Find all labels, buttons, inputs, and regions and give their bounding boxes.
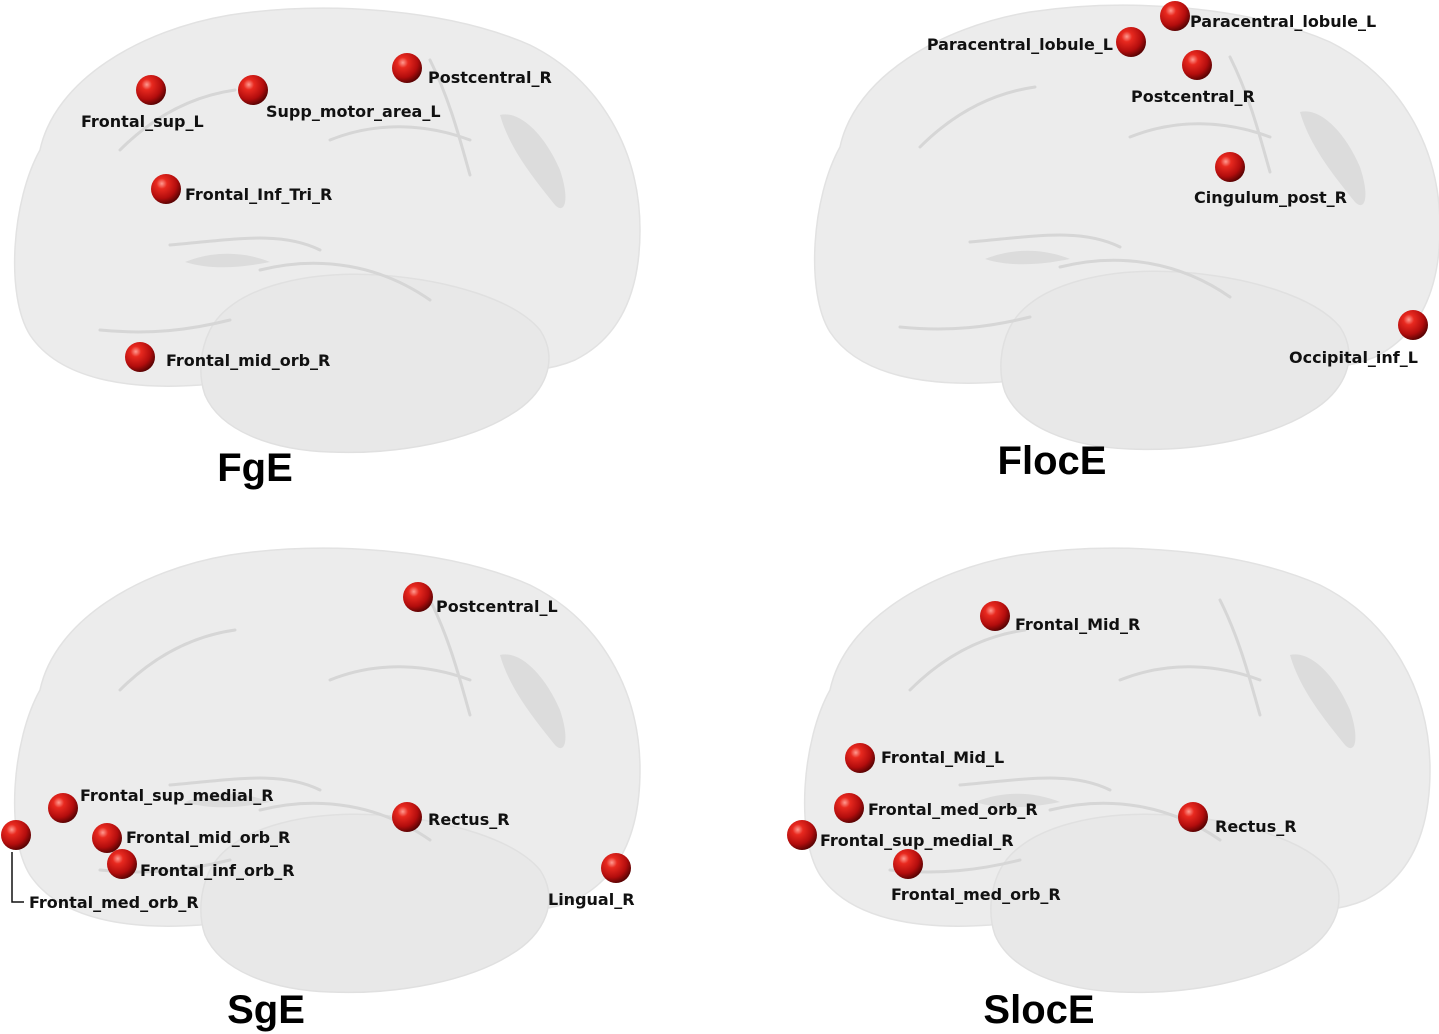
- svg-text:Frontal_med_orb_R: Frontal_med_orb_R: [891, 885, 1061, 904]
- svg-text:Rectus_R: Rectus_R: [1215, 817, 1297, 836]
- node-frontal-mid-orb-r: Frontal_mid_orb_R: [92, 823, 290, 853]
- node-frontal-sup-medial-r: Frontal_sup_medial_R: [787, 820, 1014, 850]
- svg-text:Supp_motor_area_L: Supp_motor_area_L: [266, 102, 441, 121]
- panel-title-sge: SgE: [227, 988, 305, 1032]
- node-frontal-sup-l: Frontal_sup_L: [81, 75, 204, 131]
- node-frontal-inf-tri-r: Frontal_Inf_Tri_R: [151, 174, 332, 204]
- svg-text:Frontal_mid_orb_R: Frontal_mid_orb_R: [166, 351, 330, 370]
- panel-title-fge: FgE: [217, 446, 293, 490]
- node-frontal-mid-orb-r: Frontal_mid_orb_R: [125, 342, 330, 372]
- node-rectus-r: Rectus_R: [1178, 802, 1297, 836]
- svg-text:Cingulum_post_R: Cingulum_post_R: [1194, 188, 1347, 207]
- svg-text:Frontal_med_orb_R: Frontal_med_orb_R: [29, 893, 199, 912]
- node-postcentral-r: Postcentral_R: [392, 53, 552, 87]
- svg-text:Frontal_sup_medial_R: Frontal_sup_medial_R: [80, 786, 274, 805]
- node-rectus-r: Rectus_R: [392, 802, 510, 832]
- node-paracentral-lobule-l-1: Paracentral_lobule_L: [927, 27, 1146, 57]
- node-paracentral-lobule-l-2: Paracentral_lobule_L: [1160, 1, 1376, 31]
- node-supp-motor-area-l: Supp_motor_area_L: [238, 75, 441, 121]
- node-postcentral-l: Postcentral_L: [403, 582, 558, 616]
- node-frontal-med-orb-r-2: Frontal_med_orb_R: [891, 849, 1061, 904]
- svg-text:Frontal_Mid_R: Frontal_Mid_R: [1015, 615, 1140, 634]
- node-occipital-inf-l: Occipital_inf_L: [1289, 310, 1428, 367]
- svg-text:Frontal_sup_medial_R: Frontal_sup_medial_R: [820, 831, 1014, 850]
- svg-text:Occipital_inf_L: Occipital_inf_L: [1289, 348, 1418, 367]
- svg-text:Frontal_med_orb_R: Frontal_med_orb_R: [868, 800, 1038, 819]
- svg-text:Postcentral_R: Postcentral_R: [1131, 87, 1255, 106]
- svg-text:Postcentral_L: Postcentral_L: [436, 597, 558, 616]
- brain-surface-floce: [813, 3, 1439, 451]
- svg-text:Frontal_sup_L: Frontal_sup_L: [81, 112, 204, 131]
- leader-line: [11, 852, 24, 903]
- node-frontal-med-orb-r-1: Frontal_med_orb_R: [834, 793, 1038, 823]
- svg-text:Frontal_Inf_Tri_R: Frontal_Inf_Tri_R: [185, 185, 332, 204]
- panel-fge: Frontal_sup_L Supp_motor_area_L Postcent…: [13, 6, 642, 490]
- node-cingulum-post-r: Cingulum_post_R: [1194, 152, 1347, 207]
- svg-text:Paracentral_lobule_L: Paracentral_lobule_L: [1190, 12, 1376, 31]
- node-postcentral-r: Postcentral_R: [1131, 50, 1255, 106]
- svg-text:Frontal_mid_orb_R: Frontal_mid_orb_R: [126, 828, 290, 847]
- node-frontal-mid-l: Frontal_Mid_L: [845, 743, 1004, 773]
- node-frontal-inf-orb-r: Frontal_inf_orb_R: [107, 849, 295, 880]
- svg-text:Postcentral_R: Postcentral_R: [428, 68, 552, 87]
- svg-text:Frontal_inf_orb_R: Frontal_inf_orb_R: [140, 861, 295, 880]
- node-frontal-mid-r: Frontal_Mid_R: [980, 601, 1140, 634]
- svg-text:Rectus_R: Rectus_R: [428, 810, 510, 829]
- node-frontal-med-orb-r: Frontal_med_orb_R: [1, 820, 199, 912]
- svg-text:Lingual_R: Lingual_R: [548, 890, 635, 909]
- panel-sloce: Frontal_Mid_R Frontal_Mid_L Frontal_med_…: [787, 546, 1432, 1032]
- panel-title-floce: FlocE: [998, 439, 1107, 483]
- svg-text:Frontal_Mid_L: Frontal_Mid_L: [881, 748, 1004, 767]
- panel-sge: Postcentral_L Frontal_sup_medial_R Front…: [1, 546, 642, 1032]
- node-frontal-sup-medial-r: Frontal_sup_medial_R: [48, 786, 274, 823]
- node-lingual-r: Lingual_R: [548, 853, 635, 909]
- panel-floce: Paracentral_lobule_L Paracentral_lobule_…: [813, 1, 1439, 483]
- svg-text:Paracentral_lobule_L: Paracentral_lobule_L: [927, 35, 1113, 54]
- panel-title-sloce: SlocE: [983, 988, 1094, 1032]
